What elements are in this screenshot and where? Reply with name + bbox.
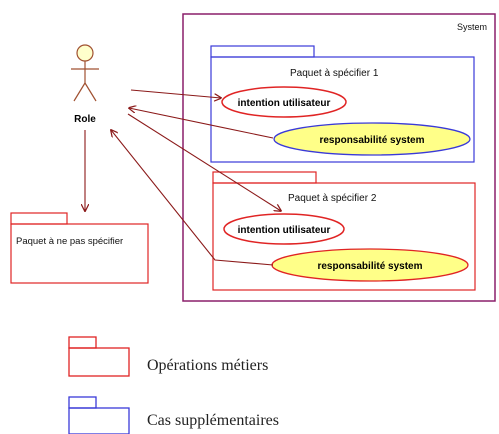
connector-role-intention-1: [130, 89, 221, 98]
system-label: System: [457, 22, 487, 32]
use-case-intention-1-label: intention utilisateur: [238, 98, 331, 109]
package-2: Paquet à spécifier 2 intention utilisate…: [212, 171, 476, 291]
use-case-responsabilite-2-label: responsabilité system: [317, 261, 422, 272]
connector-role-intention-2: [127, 113, 281, 211]
actor-head: [76, 44, 94, 62]
legend-item-operations: Opérations métiers: [68, 336, 268, 377]
package-2-body: [212, 182, 476, 291]
actor-label: Role: [74, 114, 96, 125]
package-1-body: [210, 56, 475, 163]
legend-label-cas-supplementaires: Cas supplémentaires: [147, 412, 279, 429]
package-2-label: Paquet à spécifier 2: [288, 193, 377, 204]
connector-responsabilite-2-role: [111, 130, 274, 266]
connectors: [85, 89, 281, 266]
use-case-intention-2-label: intention utilisateur: [238, 225, 331, 236]
legend-item-cas-supplementaires: Cas supplémentaires: [68, 396, 279, 434]
system-boundary: [182, 13, 496, 302]
legend: Opérations métiers Cas supplémentaires: [68, 336, 279, 434]
use-case-responsabilite-1: [273, 122, 471, 156]
package-1-label: Paquet à spécifier 1: [290, 68, 379, 79]
connector-responsabilite-1-role: [129, 108, 274, 139]
package-external-body: [10, 223, 149, 284]
package-external-tab: [10, 212, 68, 225]
use-case-responsabilite-1-label: responsabilité system: [319, 135, 424, 146]
package-1: Paquet à spécifier 1 intention utilisate…: [210, 45, 475, 163]
package-external: Paquet à ne pas spécifier: [10, 212, 149, 284]
use-case-intention-2: [223, 213, 345, 245]
use-case-intention-1: [221, 86, 347, 118]
legend-label-operations: Opérations métiers: [147, 357, 268, 374]
actor-role: Role: [71, 44, 99, 125]
package-external-label: Paquet à ne pas spécifier: [16, 236, 123, 247]
package-1-tab: [210, 45, 315, 58]
